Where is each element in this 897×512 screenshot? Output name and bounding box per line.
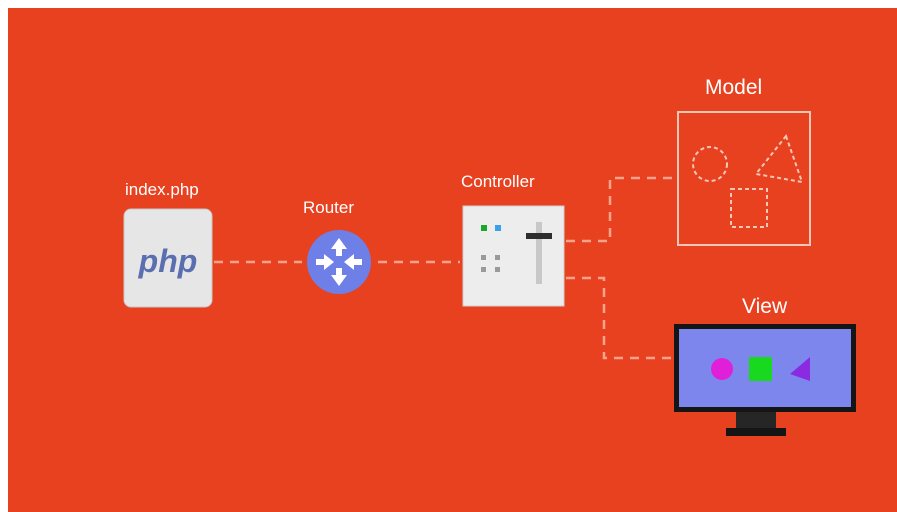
- model-icon: [677, 111, 811, 246]
- view-triangle-shape: [790, 357, 810, 381]
- view-label: View: [742, 295, 788, 318]
- view-monitor-icon: [674, 324, 856, 436]
- controller-icon: [462, 205, 565, 307]
- php-logo-text: php: [138, 243, 198, 279]
- connector-controller-model: [566, 176, 678, 243]
- router-label: Router: [303, 198, 355, 217]
- index-label: index.php: [125, 180, 199, 199]
- router-icon: [307, 230, 371, 294]
- diagram-graphics: php: [123, 111, 856, 436]
- mvc-diagram: php: [8, 8, 897, 512]
- view-circle-shape: [711, 358, 733, 380]
- view-square-shape: [749, 357, 772, 381]
- connectors: [214, 176, 678, 360]
- controller-label: Controller: [461, 172, 535, 191]
- model-label: Model: [705, 76, 763, 99]
- php-file-icon: php: [123, 208, 213, 308]
- connector-controller-view: [566, 276, 672, 360]
